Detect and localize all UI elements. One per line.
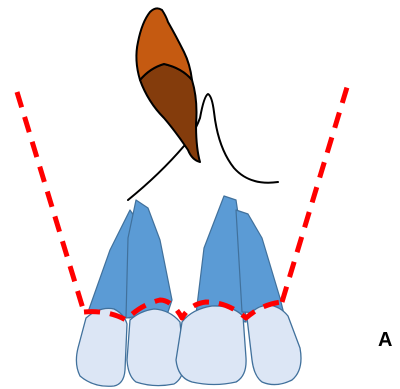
light-tooth-3 <box>176 306 246 385</box>
guide-left-arm <box>17 92 84 312</box>
dark-teeth-group <box>88 196 284 322</box>
black-curve <box>128 94 278 200</box>
guide-right-arm <box>282 84 348 302</box>
brown-flame-shape <box>136 8 200 162</box>
light-tooth-4 <box>247 305 301 385</box>
light-tooth-2 <box>127 309 184 386</box>
dark-tooth-right-outer <box>236 210 284 314</box>
light-tooth-1 <box>76 308 127 386</box>
panel-label: A <box>378 330 392 350</box>
light-teeth-group <box>76 305 301 386</box>
